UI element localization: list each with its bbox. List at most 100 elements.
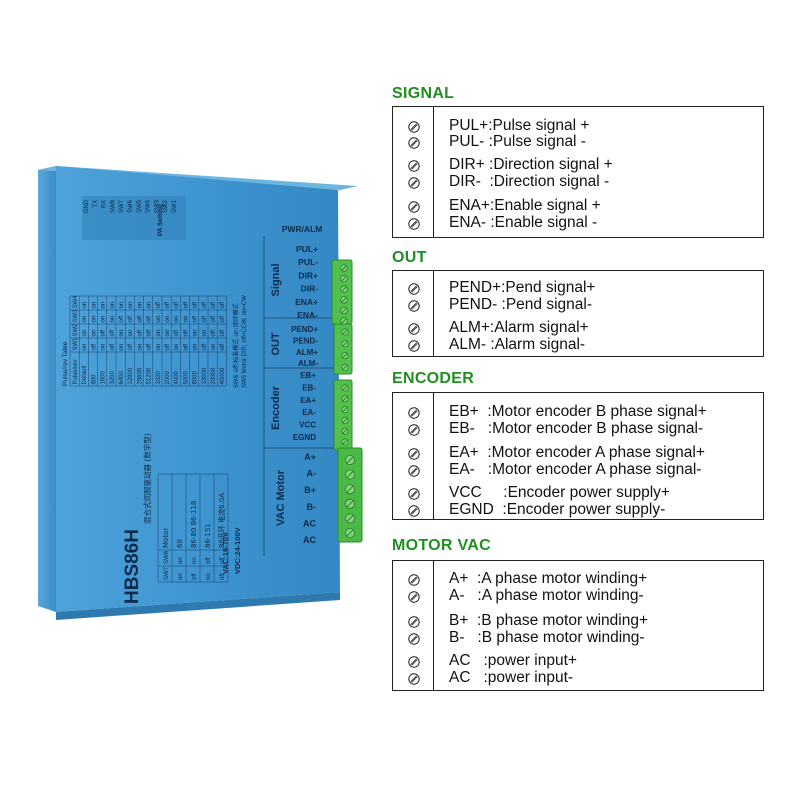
- connector-screws: [340, 264, 355, 539]
- screw-terminal-icon: [408, 120, 420, 133]
- pulse-table-cell: on: [110, 316, 116, 323]
- encoder-pin-label: EA-: [302, 408, 316, 417]
- pin-row: PEND+:Pend signal+: [393, 279, 763, 297]
- pulse-table-cell: on: [202, 330, 208, 337]
- pin-description: EA- :Motor encoder A phase signal-: [449, 461, 702, 478]
- motor-table-cell: on: [192, 557, 198, 564]
- pin-description: VCC :Encoder power supply+: [449, 484, 670, 501]
- group-labels: Signal OUT Encoder VAC Motor: [270, 263, 287, 526]
- pin-box-out: PEND+:Pend signal+PEND- :Pend signal- ALM…: [392, 270, 764, 357]
- connector-screw-slot: [341, 297, 347, 303]
- pin-row: ENA+:Enable signal +: [393, 197, 763, 215]
- driver-body: [56, 166, 340, 612]
- pulse-table-cell: off: [128, 316, 134, 323]
- pin-box-divider: [433, 107, 434, 237]
- screw-terminal-icon: [408, 423, 420, 436]
- pin-row: DIR+ :Direction signal +: [393, 156, 763, 174]
- encoder-pin-label: EB+: [300, 371, 316, 380]
- pin-row: ENA- :Enable signal -: [393, 214, 763, 232]
- connector-screw-slot: [342, 364, 348, 370]
- pulse-table-cell: off: [211, 302, 217, 309]
- dip-label: GND: [84, 199, 90, 213]
- motor-table-header-cell: Motor: [162, 528, 170, 548]
- screw-terminal-icon: [408, 282, 420, 295]
- pin-row: PUL+:Pulse signal +: [393, 117, 763, 135]
- pulse-table-cell: on: [165, 330, 171, 337]
- motor-table-cell: on: [178, 557, 184, 564]
- pulse-table-cell: on: [91, 302, 97, 309]
- pulse-table-cell: on: [128, 330, 134, 337]
- dip-label: SW4: [146, 199, 152, 213]
- pulse-table-cell: off: [193, 302, 199, 309]
- screw-terminal-icon: [408, 136, 420, 149]
- pin-row: EB- :Motor encoder B phase signal-: [393, 420, 763, 438]
- screw-terminal-icon: [408, 615, 420, 628]
- dip-label: SW8: [110, 199, 116, 213]
- pin-row: VCC :Encoder power supply+: [393, 484, 763, 502]
- dip-label: TX: [93, 200, 99, 208]
- vdc-rating: VDC:24-100V: [233, 527, 242, 574]
- pulse-table-cell: off: [137, 330, 143, 337]
- pulse-table-cell: off: [183, 344, 189, 351]
- out-pin-label: PEND+: [291, 325, 318, 334]
- pin-description: B- :B phase motor winding-: [449, 629, 645, 646]
- pin-description: A- :A phase motor winding-: [449, 587, 644, 604]
- pulse-table-cell: on: [156, 316, 162, 323]
- pin-box-divider: [433, 271, 434, 356]
- driver-subtitle: 混合式伺服驱动器 (数字型): [142, 433, 152, 524]
- driver-pin-labels: PUL+PUL-DIR+DIR-ENA+ENA-PEND+PEND-ALM+AL…: [291, 244, 318, 545]
- screw-terminal-icon: [408, 504, 420, 517]
- connector-screw-slot: [342, 353, 348, 359]
- motor-table-header-cell: SW8: [164, 550, 170, 564]
- pin-box-encoder: EB+ :Motor encoder B phase signal+EB- :M…: [392, 392, 764, 520]
- out-pin-label: ALM+: [296, 348, 318, 357]
- pin-description: EB- :Motor encoder B phase signal-: [449, 420, 704, 437]
- pulse-table-cell: off: [147, 330, 153, 337]
- motor-table-cell: off: [220, 557, 226, 564]
- label-panel: [263, 236, 334, 556]
- signal-pin-label: PUL-: [298, 257, 318, 267]
- pulse-table-cell: on: [119, 344, 125, 351]
- connector-screw-slot: [346, 529, 354, 537]
- motor-table-cell: 60: [176, 539, 184, 548]
- pulse-table-cell: 8000: [193, 370, 199, 384]
- pulse-table-cell: on: [165, 316, 171, 323]
- connector-screw-slot: [341, 318, 347, 324]
- pin-box-divider: [433, 393, 434, 519]
- pulse-table-cell: on: [101, 316, 107, 323]
- pulse-table-cell: off: [220, 302, 226, 309]
- pulse-table-cell: 51200: [147, 367, 153, 384]
- pulse-table-cell: off: [220, 344, 226, 351]
- pulse-table-cell: off: [202, 344, 208, 351]
- out-pin-label: PEND-: [293, 336, 318, 345]
- pulse-table-cell: on: [82, 316, 88, 323]
- pin-description: ALM+:Alarm signal+: [449, 319, 589, 336]
- connector-screw-slot: [346, 485, 354, 493]
- sw5-note: SW5 Motor DIR, off=CCW, on=CW: [242, 295, 248, 388]
- pin-description: PEND- :Pend signal-: [449, 296, 593, 313]
- motor-table-cell: on: [178, 573, 184, 580]
- pin-box-motor-vac: A+ :A phase motor winding+A- :A phase mo…: [392, 560, 764, 691]
- pin-description: EA+ :Motor encoder A phase signal+: [449, 444, 705, 461]
- pin-description: A+ :A phase motor winding+: [449, 570, 648, 587]
- pulse-table-cell: on: [119, 302, 125, 309]
- signal-pin-label: ENA+: [295, 297, 318, 307]
- driver-bottom-edge: [56, 592, 340, 620]
- pulse-table-cell: off: [211, 316, 217, 323]
- motor-table-cell: off: [220, 573, 226, 580]
- pulse-table-cell: on: [211, 344, 217, 351]
- pin-row: EA- :Motor encoder A phase signal-: [393, 461, 763, 479]
- pulse-table-cell: off: [147, 344, 153, 351]
- pulse-table-cell: on: [156, 330, 162, 337]
- screw-terminal-icon: [408, 487, 420, 500]
- pin-row: EB+ :Motor encoder B phase signal+: [393, 403, 763, 421]
- motor-table-cell: off: [192, 573, 198, 580]
- pulse-table-cell: 6400: [119, 370, 125, 384]
- encoder-pin-label: EA+: [300, 396, 316, 405]
- section-title-signal: SIGNAL: [392, 85, 455, 102]
- encoder-pin-label: EB-: [302, 383, 316, 392]
- pulse-table-header-cell: SW1: [73, 337, 79, 351]
- pulse-table-cell: off: [174, 330, 180, 337]
- sw6-note: SW6 off:标准模式 on:闭环模式: [232, 303, 240, 388]
- motor-table-cell: off: [206, 557, 212, 564]
